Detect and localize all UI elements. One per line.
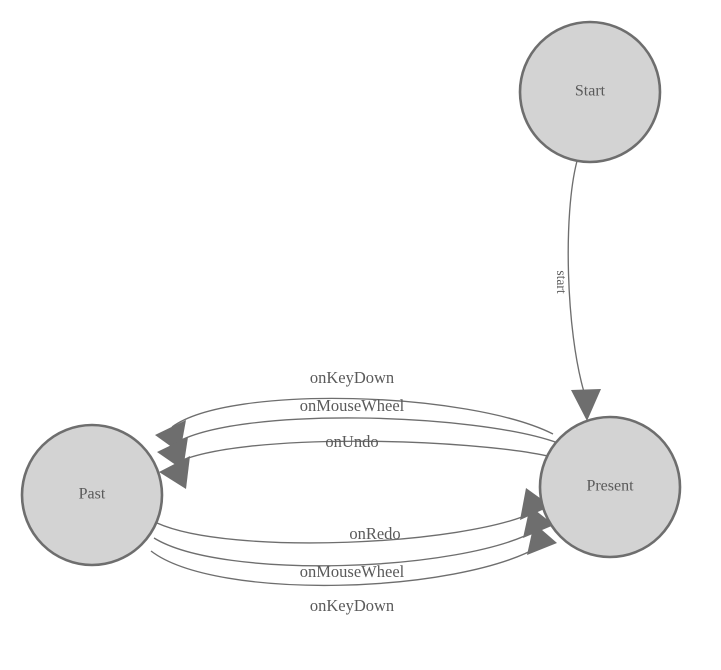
- edge-start-to-present-label: start: [554, 270, 569, 293]
- node-start-label: Start: [575, 83, 606, 100]
- edge-past-to-present-redo[interactable]: onRedo: [156, 488, 551, 544]
- edge-past-to-present-keydown[interactable]: onKeyDown: [150, 523, 557, 615]
- edge-past-to-present-redo-label: onRedo: [349, 524, 400, 543]
- edge-present-to-past-undo-arrowhead: [159, 456, 190, 489]
- edge-present-to-past-undo[interactable]: onUndo: [159, 432, 553, 489]
- edge-past-to-present-mousewheel[interactable]: onMouseWheel: [153, 506, 554, 581]
- edge-start-to-present-arrowhead: [571, 389, 601, 421]
- node-present-label: Present: [586, 478, 634, 495]
- edge-present-to-past-undo-label: onUndo: [325, 432, 378, 451]
- edge-present-to-past-undo-path: [175, 440, 553, 464]
- edge-past-to-present-keydown-label: onKeyDown: [310, 596, 394, 615]
- node-past-label: Past: [79, 486, 106, 503]
- edge-past-to-present-mousewheel-arrowhead: [523, 506, 554, 538]
- edge-present-to-past-keydown-label: onKeyDown: [310, 368, 394, 387]
- edge-start-to-present-path: [567, 160, 585, 393]
- edge-present-to-past-mousewheel-label: onMouseWheel: [300, 396, 405, 415]
- edge-start-to-present[interactable]: start: [554, 160, 601, 421]
- edge-present-to-past-mousewheel-path: [173, 417, 559, 445]
- node-start-circle: [518, 20, 662, 164]
- node-present-circle: [538, 415, 682, 559]
- edge-past-to-present-redo-arrowhead: [520, 488, 551, 520]
- edge-past-to-present-keydown-arrowhead: [527, 523, 557, 555]
- edge-past-to-present-mousewheel-path: [153, 529, 538, 567]
- edge-present-to-past-keydown-path: [171, 397, 554, 435]
- node-past[interactable]: Past: [20, 423, 164, 567]
- edge-past-to-present-redo-path: [156, 511, 535, 544]
- node-present[interactable]: Present: [538, 415, 682, 559]
- node-past-circle: [20, 423, 164, 567]
- edge-past-to-present-mousewheel-label: onMouseWheel: [300, 562, 405, 581]
- edge-past-to-present-keydown-path: [150, 545, 541, 587]
- node-start[interactable]: Start: [518, 20, 662, 164]
